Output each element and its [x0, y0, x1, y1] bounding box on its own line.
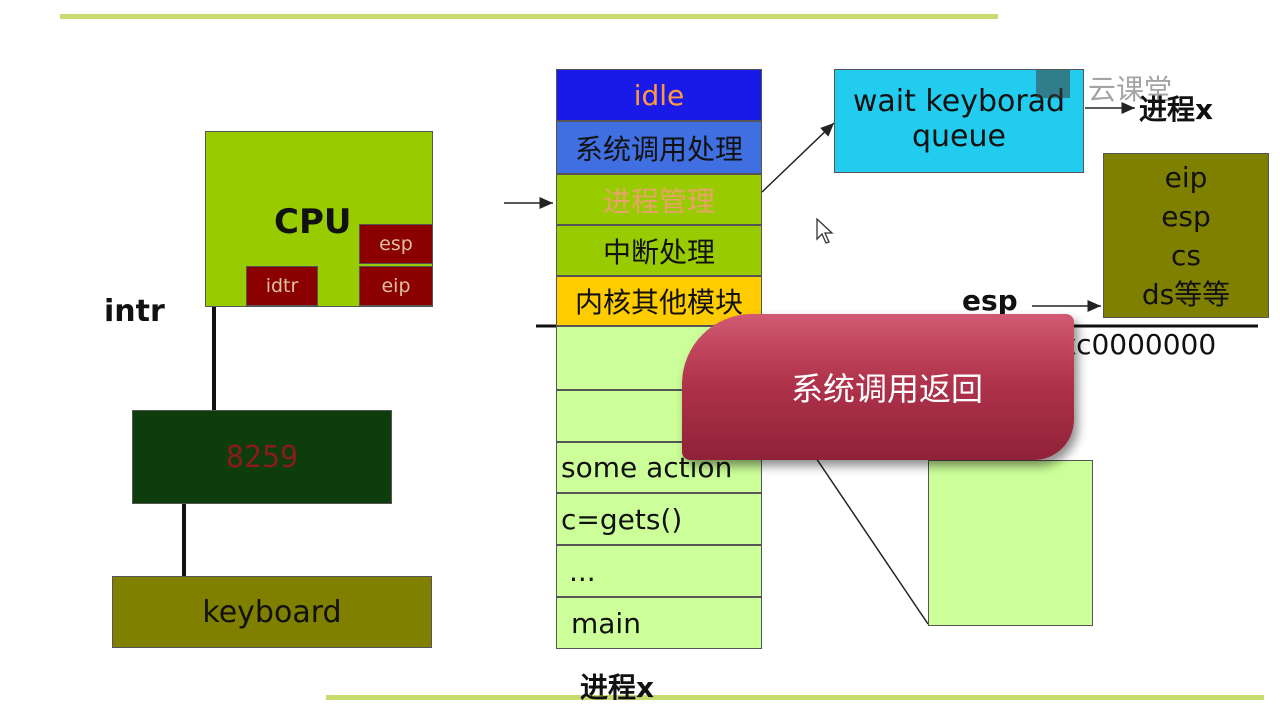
wait-queue-line1: wait keyborad [852, 84, 1066, 119]
kernel-cell-syscall-handler: 系统调用处理 [556, 121, 762, 174]
right-stack-box [928, 460, 1093, 626]
kernel-frame-eip: eip [1164, 161, 1208, 194]
cpu-label: CPU [274, 202, 352, 242]
register-eip: eip [359, 266, 433, 306]
kernel-cell-other-modules: 内核其他模块 [556, 276, 762, 326]
bottom-rule [326, 695, 1264, 700]
kernel-frame-esp: esp [1161, 200, 1211, 233]
esp-label: esp [962, 284, 1018, 317]
user-cell-gets: c=gets() [556, 493, 762, 545]
register-esp: esp [359, 224, 433, 264]
user-cell-ellipsis: ... [556, 545, 762, 597]
cursor-icon [816, 218, 834, 244]
user-cell-main: main [556, 597, 762, 649]
watermark-text: 云课堂 [1088, 73, 1173, 106]
intr-label: intr [104, 294, 165, 329]
stack-diagonal-line [813, 454, 929, 625]
syscall-return-label: 系统调用返回 [790, 370, 983, 408]
cpu-block: CPU esp eip idtr [205, 131, 433, 307]
address-label: xc0000000 [1060, 328, 1217, 361]
process-label-top: 进程x [1139, 93, 1214, 126]
top-rule [60, 14, 998, 19]
kernel-cell-idle: idle [556, 69, 762, 121]
process-label-bottom: 进程x [580, 671, 655, 704]
kernel-cell-interrupt-handler: 中断处理 [556, 225, 762, 276]
kernel-frame-block: eip esp cs ds等等 [1103, 153, 1269, 318]
kernel-frame-cs: cs [1171, 239, 1201, 272]
watermark-logo [1036, 70, 1070, 98]
pic-8259-block: 8259 [132, 410, 392, 504]
kernel-frame-ds: ds等等 [1141, 278, 1231, 311]
kernel-cell-process-mgmt: 进程管理 [556, 174, 762, 225]
register-idtr: idtr [246, 266, 318, 306]
wait-queue-line2: queue [912, 119, 1006, 154]
arrow-to-wait-queue [761, 122, 835, 193]
syscall-return-banner: 系统调用返回 [682, 314, 1074, 460]
keyboard-block: keyboard [112, 576, 432, 648]
